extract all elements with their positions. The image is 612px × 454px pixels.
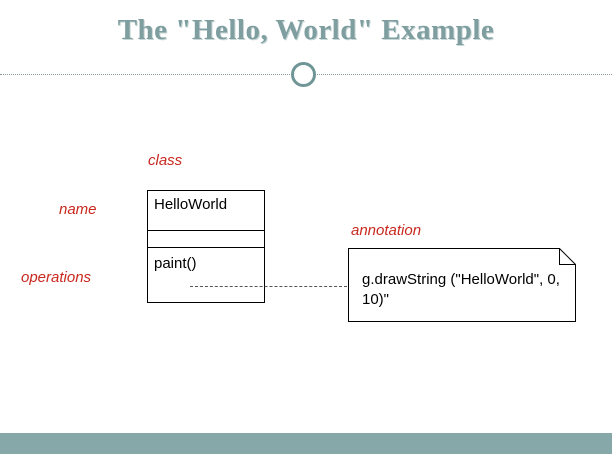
annotation-note <box>348 248 576 322</box>
operations-divider <box>148 247 264 248</box>
class-name: HelloWorld <box>154 196 228 213</box>
uml-class-box: HelloWorld paint() <box>147 190 265 303</box>
operation-paint: paint() <box>154 255 197 272</box>
note-connector <box>190 286 347 287</box>
operations-label: operations <box>21 269 92 286</box>
name-label: name <box>59 201 97 218</box>
class-label: class <box>148 152 183 169</box>
annotation-label: annotation <box>351 222 422 239</box>
attributes-divider <box>148 230 264 231</box>
footer-band <box>0 433 612 454</box>
annotation-note-text: g.drawString ("HelloWorld", 0, 10)" <box>362 271 560 308</box>
circle-ornament-icon <box>291 62 316 87</box>
slide-title: The "Hello, World" Example <box>117 14 495 46</box>
